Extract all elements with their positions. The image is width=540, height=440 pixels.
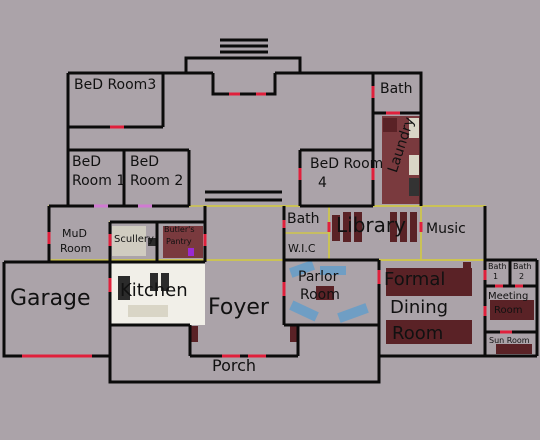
bedroom1-label-line2: Room 1 — [72, 173, 126, 189]
bath-mid-label: Bath — [287, 211, 320, 227]
library-label: Library — [336, 213, 406, 237]
doors — [22, 86, 523, 358]
porch-label: Porch — [212, 356, 257, 375]
kitchen-label: Kitchen — [120, 280, 188, 301]
bath1-label-line1: Bath — [488, 262, 507, 271]
bedroom3-label: BeD Room3 — [74, 77, 157, 93]
bath1-label-line2: 1 — [493, 272, 499, 281]
bedroom4-label-line2: 4 — [318, 175, 327, 191]
bedroom2-label-line1: BeD — [130, 154, 159, 170]
bath-top-label: Bath — [380, 81, 413, 97]
formal-dining-label-line1: Formal — [384, 269, 446, 290]
garage-label: Garage — [10, 286, 91, 311]
wic-label: W.I.C — [288, 242, 316, 255]
mud-room-label-line2: Room — [60, 242, 92, 255]
sun-room-label: Sun Room — [489, 336, 530, 345]
bath2-label-line1: Bath — [513, 262, 532, 271]
meeting-room-label-line1: Meeting — [488, 291, 529, 302]
mud-room-label-line1: MuD — [62, 227, 87, 240]
meeting-room-label-line2: Room — [494, 305, 523, 316]
scullery-label: Scullery — [114, 234, 154, 245]
parlor-label-line1: Parlor — [298, 269, 339, 285]
furniture — [110, 116, 534, 354]
bedroom4-label-line1: BeD Room — [310, 156, 384, 172]
bath2-label-line2: 2 — [519, 272, 525, 281]
formal-dining-label-line2: Dining — [390, 297, 449, 318]
music-label: Music — [426, 221, 466, 237]
butlers-pantry-label-line1: Butler's — [164, 225, 195, 234]
butlers-pantry-label-line2: Pantry — [166, 237, 192, 246]
bedroom1-label-line1: BeD — [72, 154, 101, 170]
parlor-label-line2: Room — [300, 287, 340, 303]
formal-dining-label-line3: Room — [392, 323, 444, 344]
foyer-label: Foyer — [208, 295, 269, 320]
bedroom2-label-line2: Room 2 — [130, 173, 184, 189]
